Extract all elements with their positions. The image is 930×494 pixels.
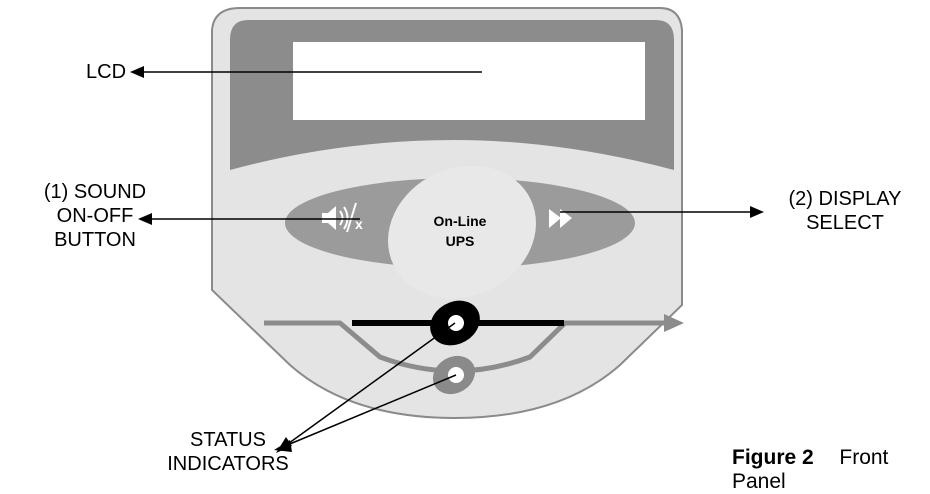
status-indicators-label: STATUS INDICATORS: [138, 428, 318, 476]
sound-label-line-3: BUTTON: [54, 229, 136, 251]
display-leader-arrowhead: [750, 206, 764, 218]
sound-icon-suffix: x: [355, 216, 363, 232]
flow-arrowhead: [664, 314, 684, 332]
lcd-leader-arrowhead: [130, 66, 144, 78]
display-label-line-2: SELECT: [806, 212, 884, 234]
lcd-screen: [293, 42, 645, 120]
display-select-label: (2) DISPLAY SELECT: [770, 187, 920, 235]
status-label-line-1: STATUS: [190, 429, 266, 451]
center-oval: [388, 165, 536, 299]
figure-number: Figure 2: [732, 446, 814, 469]
status-leader-line-bottom: [284, 374, 457, 447]
sound-leader-arrowhead: [138, 213, 152, 225]
sound-label-line-1: (1) SOUND: [43, 181, 147, 203]
sound-label-line-2: ON-OFF: [56, 205, 134, 227]
figure-caption: Figure 2 Front Panel: [732, 446, 930, 494]
status-leader-arrowhead-bottom: [274, 440, 292, 452]
sound-mute-icon[interactable]: [322, 202, 357, 233]
status-leader-line-top: [284, 322, 456, 447]
ups-text: UPS: [445, 233, 475, 249]
front-panel-diagram: [130, 7, 764, 453]
sound-button-label: (1) SOUND ON-OFF BUTTON: [0, 180, 190, 252]
status-label-line-2: INDICATORS: [167, 453, 289, 475]
lcd-label: LCD: [86, 61, 127, 83]
status-indicator-top-lamp: [448, 315, 464, 331]
online-ups-text: On-Line UPS: [400, 211, 520, 251]
fast-forward-icon[interactable]: [549, 209, 572, 228]
online-text: On-Line: [433, 213, 487, 229]
display-label-line-1: (2) DISPLAY: [788, 188, 902, 210]
